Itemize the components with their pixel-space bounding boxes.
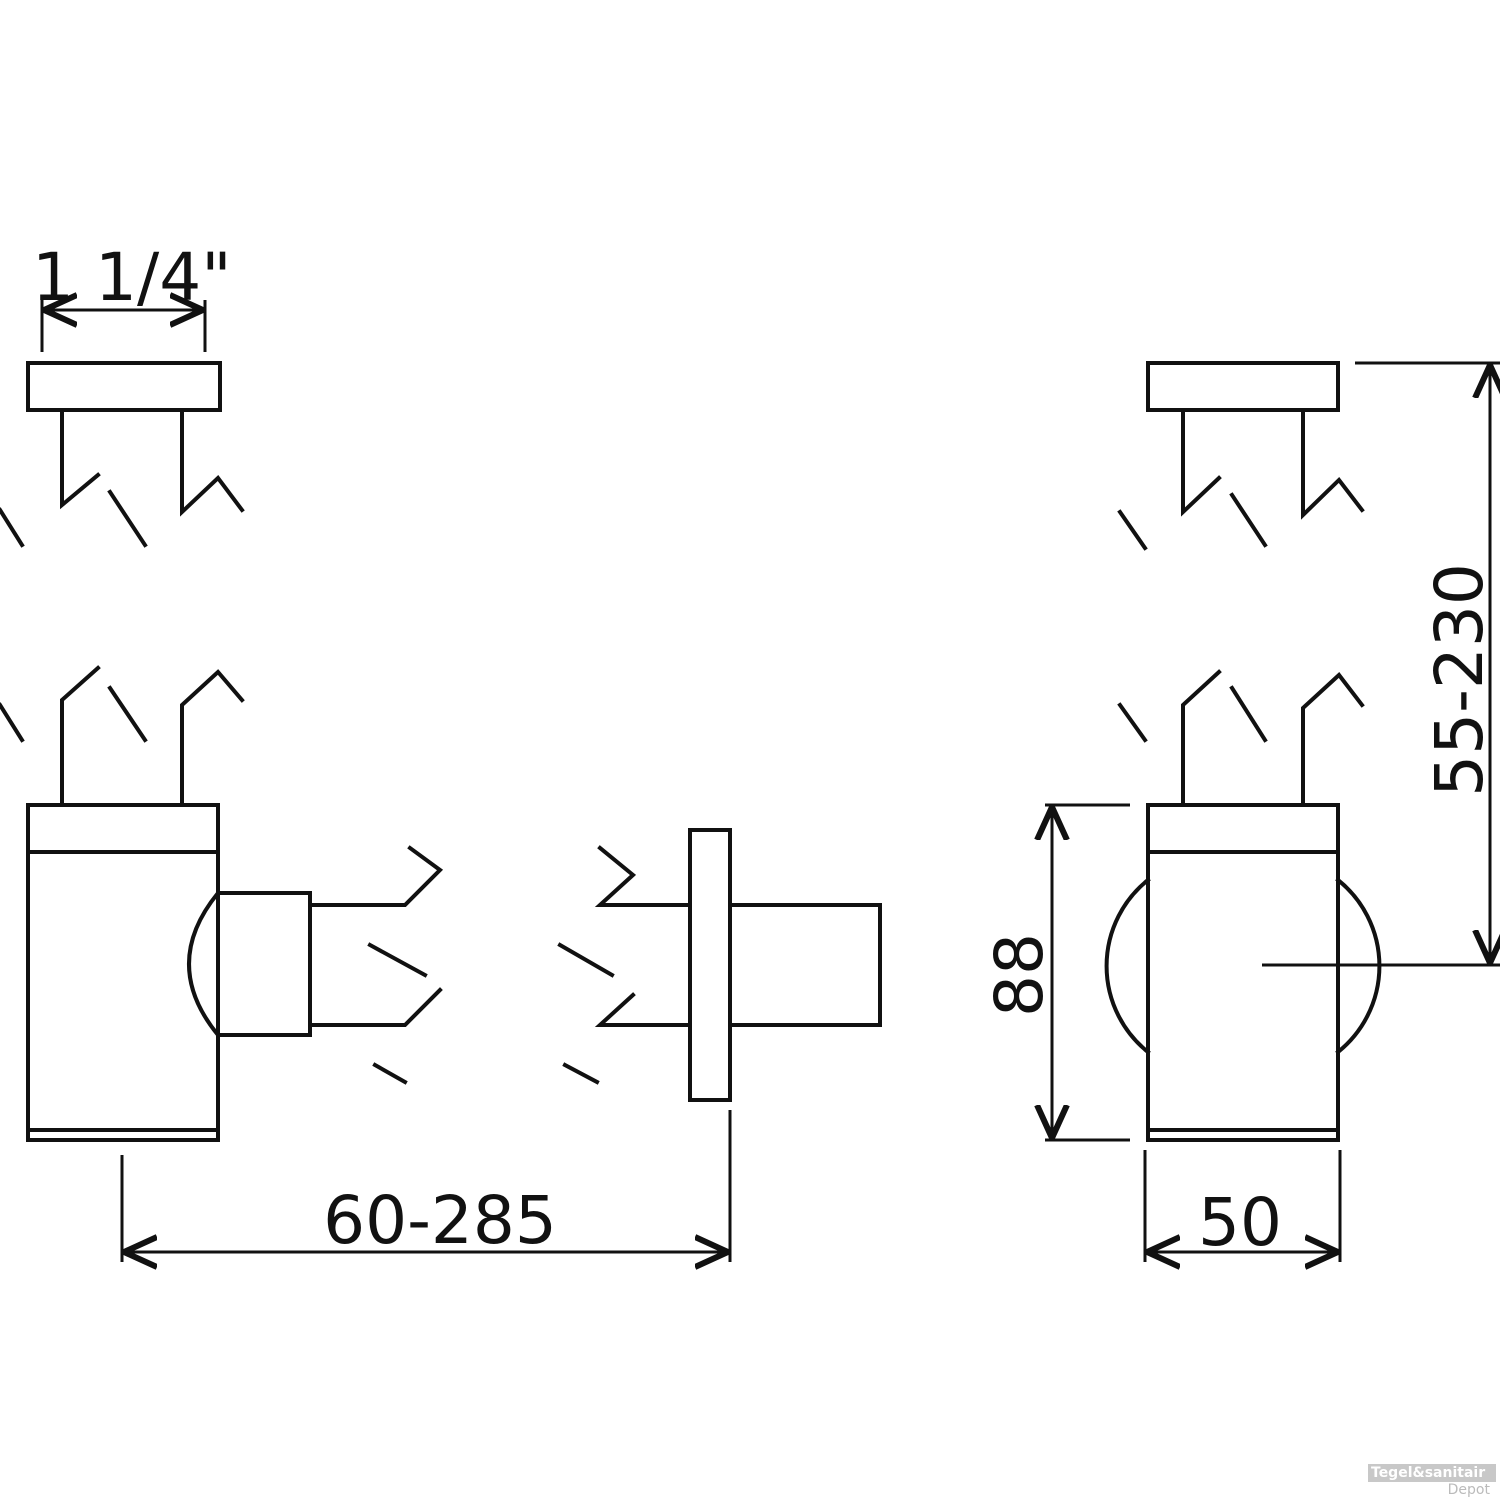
watermark-brand: Tegel&sanitair [1368,1464,1496,1482]
upper-pipe-break [0,408,245,548]
height-label: 55-230 [1421,563,1498,797]
body-width-label: 50 [1198,1184,1282,1261]
lower-pipe-break [0,665,245,807]
top-flange [26,361,222,412]
side-view: 1 1/4" 60-285 [0,239,882,1262]
length-label: 60-285 [323,1182,557,1259]
outlet-pipe [308,845,692,1085]
lower-pipe-break [1117,669,1365,807]
front-view: 55-230 88 50 [981,361,1500,1262]
thread-label: 1 1/4" [32,239,232,316]
outlet-arc [187,890,221,1038]
trap-body [1146,803,1340,1142]
outlet-nut [216,891,312,1037]
watermark-sub: Depot [1447,1482,1490,1498]
wall-pipe [728,903,882,1027]
upper-pipe-break [1117,408,1365,551]
outlet-circle-left [1104,877,1151,1055]
body-height-label: 88 [981,933,1058,1017]
top-flange [1146,361,1340,412]
wall-rosette [688,828,732,1102]
watermark-logo: Tegel&sanitair Depot [1368,1464,1496,1498]
